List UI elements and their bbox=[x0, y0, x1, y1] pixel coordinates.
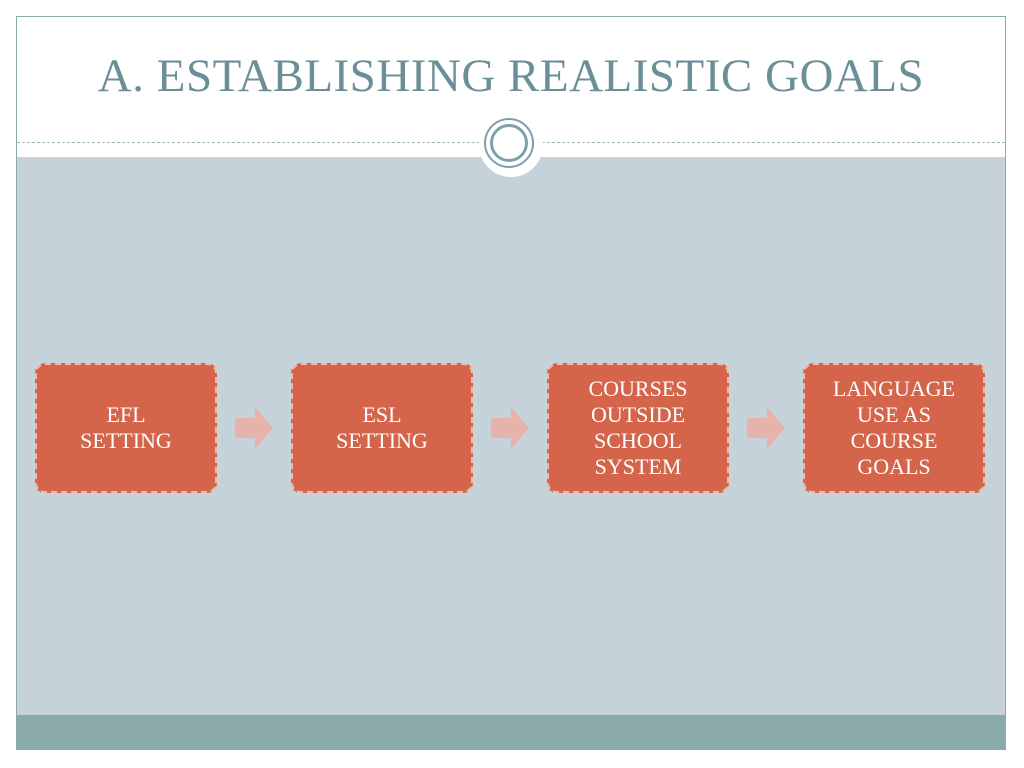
flow-node-label: EFL SETTING bbox=[80, 402, 172, 453]
flow-node-esl-setting: ESL SETTING bbox=[291, 363, 473, 493]
right-arrow-icon bbox=[747, 407, 785, 449]
circle-ornament-icon bbox=[479, 113, 543, 177]
footer-band bbox=[17, 715, 1005, 749]
flow-node-language-use-as-course-goals: LANGUAGE USE AS COURSE GOALS bbox=[803, 363, 985, 493]
flow-node-efl-setting: EFL SETTING bbox=[35, 363, 217, 493]
flow-node-label: ESL SETTING bbox=[336, 402, 428, 453]
flow-node-label: COURSES OUTSIDE SCHOOL SYSTEM bbox=[588, 376, 688, 479]
right-arrow-icon bbox=[235, 407, 273, 449]
slide-title: A. ESTABLISHING REALISTIC GOALS bbox=[97, 50, 925, 102]
slide-frame: A. ESTABLISHING REALISTIC GOALS EFL SETT… bbox=[16, 16, 1006, 750]
flow-node-courses-outside-school-system: COURSES OUTSIDE SCHOOL SYSTEM bbox=[547, 363, 729, 493]
right-arrow-icon bbox=[491, 407, 529, 449]
flow-node-label: LANGUAGE USE AS COURSE GOALS bbox=[832, 376, 956, 479]
